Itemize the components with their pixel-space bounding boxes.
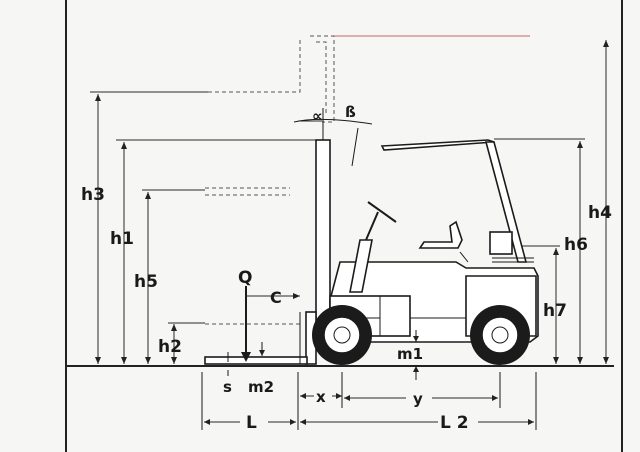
- forklift-mast: [204, 139, 331, 365]
- label-l2: L 2: [440, 413, 469, 433]
- label-y: y: [413, 390, 423, 408]
- label-h6: h6: [564, 235, 588, 255]
- label-x: x: [316, 388, 326, 406]
- ghost-raised-carriage: [205, 35, 530, 325]
- frame: [65, 0, 623, 452]
- rear-wheel: [470, 305, 530, 365]
- label-alpha: ∝: [312, 107, 323, 125]
- load-indicator: [241, 286, 300, 362]
- bottom-dimension-lines: [201, 330, 537, 430]
- label-h7: h7: [543, 301, 567, 321]
- label-l: L: [246, 413, 257, 433]
- right-dimension-lines: [553, 40, 609, 364]
- label-h3: h3: [81, 185, 105, 205]
- label-h4: h4: [588, 203, 612, 223]
- tilt-angle-marks: [293, 108, 373, 167]
- left-dimension-lines: [95, 94, 177, 364]
- label-c: C: [270, 288, 282, 307]
- label-s: s: [223, 378, 232, 396]
- label-m2: m2: [248, 378, 274, 396]
- label-beta: ß: [345, 103, 356, 121]
- label-q: Q: [238, 268, 252, 288]
- reference-lines: [90, 91, 585, 324]
- label-m1: m1: [397, 345, 423, 363]
- label-h2: h2: [158, 337, 182, 357]
- label-h5: h5: [134, 272, 158, 292]
- label-h1: h1: [110, 229, 134, 249]
- front-wheel: [312, 305, 372, 365]
